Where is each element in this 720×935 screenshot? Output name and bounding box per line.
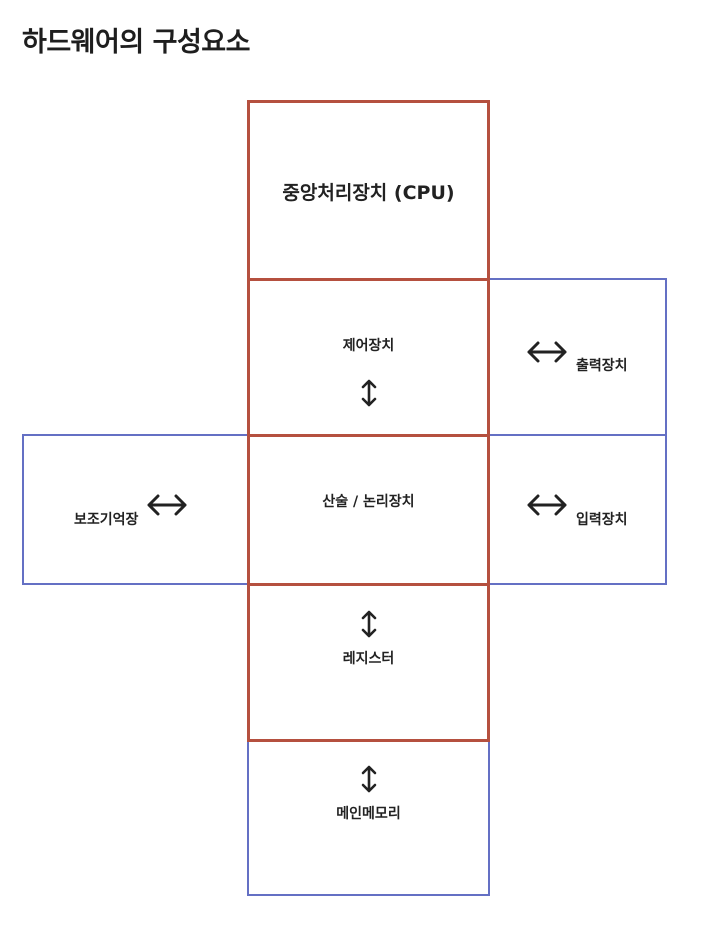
output-device-label: 출력장치 bbox=[576, 358, 628, 374]
double-arrow-horizontal-icon bbox=[527, 494, 567, 516]
input-device-label: 입력장치 bbox=[576, 512, 628, 528]
alu-box bbox=[247, 434, 490, 586]
double-arrow-vertical-icon bbox=[361, 765, 377, 793]
double-arrow-vertical-icon bbox=[361, 610, 377, 638]
control-unit-box bbox=[247, 278, 490, 437]
control-unit-label: 제어장치 bbox=[342, 338, 395, 354]
secondary-storage-label: 보조기억장 bbox=[74, 512, 139, 528]
register-label: 레지스터 bbox=[342, 651, 395, 667]
double-arrow-horizontal-icon bbox=[147, 494, 187, 516]
double-arrow-horizontal-icon bbox=[527, 341, 567, 363]
register-box bbox=[247, 583, 490, 742]
page-title: 하드웨어의 구성요소 bbox=[22, 27, 250, 58]
alu-label: 산술 / 논리장치 bbox=[322, 494, 415, 510]
main-memory-box bbox=[247, 739, 490, 896]
input-device-box bbox=[487, 434, 667, 585]
cpu-label: 중앙처리장치 (CPU) bbox=[282, 182, 455, 204]
cpu-box bbox=[247, 100, 490, 281]
double-arrow-vertical-icon bbox=[361, 379, 377, 407]
output-device-box bbox=[487, 278, 667, 436]
secondary-storage-box bbox=[22, 434, 250, 585]
main-memory-label: 메인메모리 bbox=[336, 806, 401, 822]
